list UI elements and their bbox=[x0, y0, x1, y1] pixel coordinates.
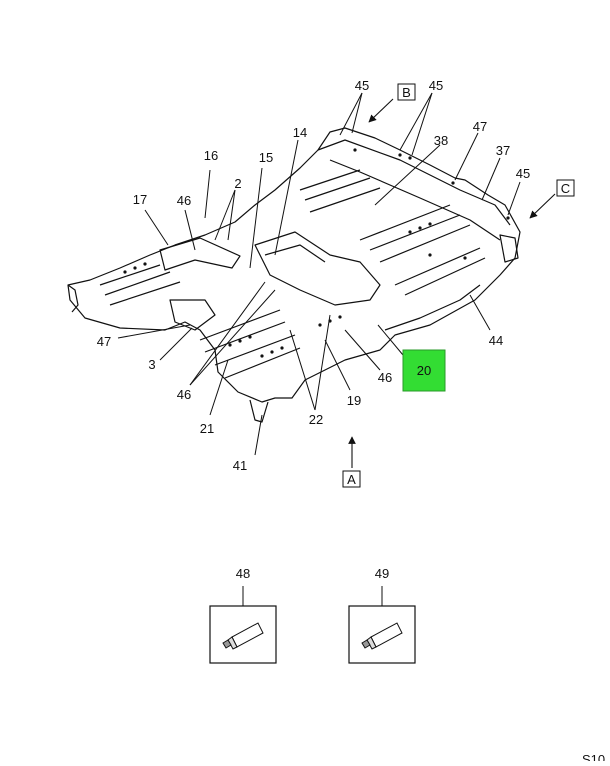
callout-45-right: 45 bbox=[429, 78, 443, 93]
callout-41: 41 bbox=[233, 458, 247, 473]
callout-20-highlight[interactable]: 20 bbox=[402, 349, 446, 392]
callout-46-upper: 46 bbox=[177, 193, 191, 208]
callout-45-corner: 45 bbox=[516, 166, 530, 181]
svg-text:49: 49 bbox=[375, 566, 389, 581]
view-b-arrow bbox=[368, 98, 394, 123]
callout-21: 21 bbox=[200, 421, 214, 436]
callout-38: 38 bbox=[434, 133, 448, 148]
part-48-sealant[interactable]: 48 bbox=[209, 566, 277, 664]
callout-15: 15 bbox=[259, 150, 273, 165]
callout-19: 19 bbox=[347, 393, 361, 408]
callout-3: 3 bbox=[148, 357, 155, 372]
callout-22: 22 bbox=[309, 412, 323, 427]
sealant-tube-icon bbox=[361, 622, 403, 650]
svg-text:48: 48 bbox=[236, 566, 250, 581]
callout-17: 17 bbox=[133, 192, 147, 207]
view-marker-a: A bbox=[342, 470, 361, 488]
svg-text:20: 20 bbox=[417, 363, 431, 378]
callout-37: 37 bbox=[496, 143, 510, 158]
view-c-arrow bbox=[529, 193, 556, 219]
view-arrows bbox=[348, 98, 556, 468]
sealant-tube-icon bbox=[222, 622, 264, 650]
view-marker-b: B bbox=[397, 83, 416, 101]
callout-46-center: 46 bbox=[378, 370, 392, 385]
callout-labels: 45 45 45 47 38 37 14 16 15 2 17 46 47 3 … bbox=[97, 78, 530, 473]
page-reference: S10 bbox=[582, 752, 605, 761]
callout-14: 14 bbox=[293, 125, 307, 140]
callout-47-front: 47 bbox=[97, 334, 111, 349]
callout-45-left: 45 bbox=[355, 78, 369, 93]
svg-text:C: C bbox=[561, 181, 570, 196]
part-49-sealant[interactable]: 49 bbox=[348, 566, 416, 664]
svg-text:A: A bbox=[347, 472, 356, 487]
callout-44: 44 bbox=[489, 333, 503, 348]
floor-pan-illustration bbox=[67, 127, 521, 423]
leader-lines bbox=[117, 92, 521, 456]
svg-text:B: B bbox=[402, 85, 411, 100]
callout-2: 2 bbox=[234, 176, 241, 191]
view-marker-c: C bbox=[556, 179, 575, 197]
callout-16: 16 bbox=[204, 148, 218, 163]
callout-46-lower: 46 bbox=[177, 387, 191, 402]
callout-47-rear: 47 bbox=[473, 119, 487, 134]
